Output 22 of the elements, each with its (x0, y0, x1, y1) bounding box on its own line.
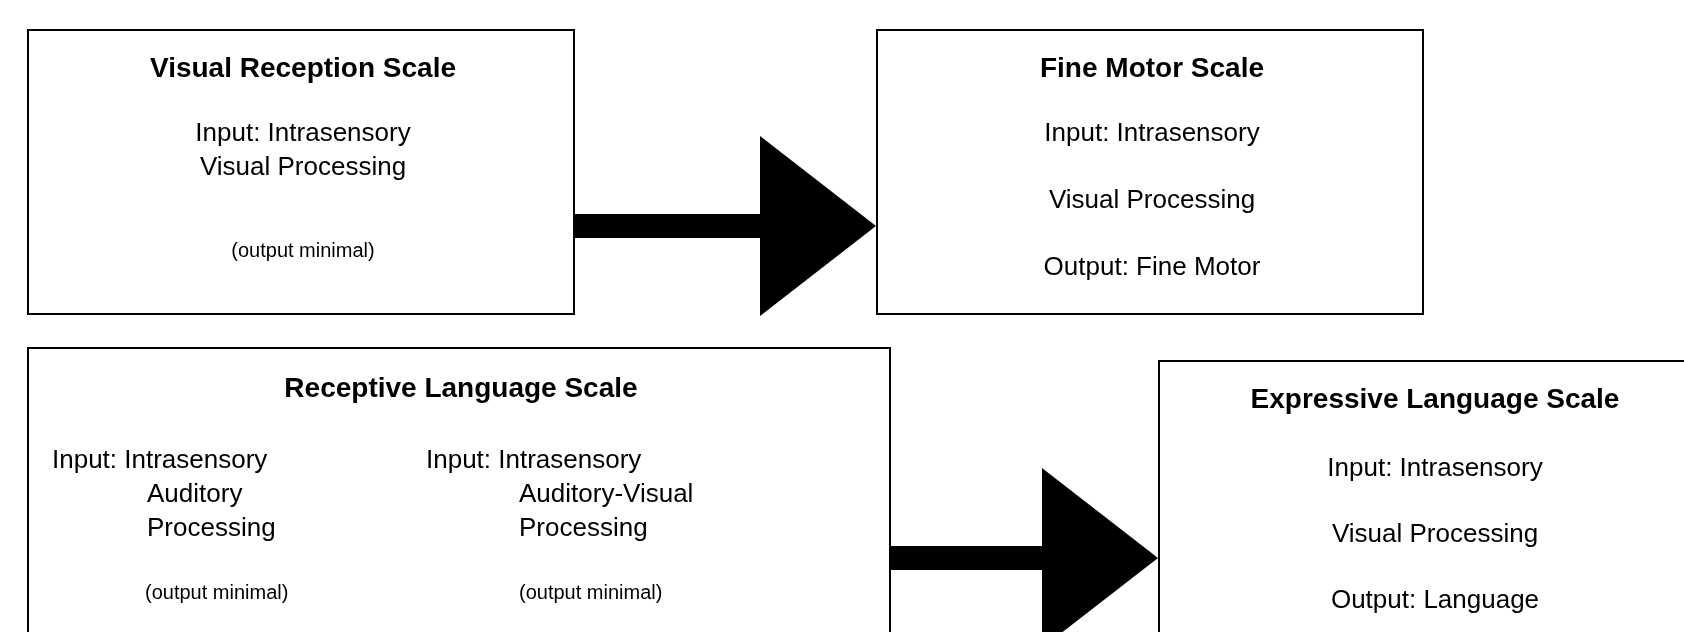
scale-heading: Visual Reception Scale (148, 51, 458, 85)
processing-text: Visual Processing (1330, 517, 1540, 550)
output-note: (output minimal) (519, 580, 664, 605)
scale-heading: Fine Motor Scale (1038, 51, 1265, 85)
scale-box (876, 29, 1424, 315)
scale-box (27, 29, 575, 315)
output-note: (output minimal) (145, 580, 290, 605)
block-arrow (575, 136, 876, 316)
scale-heading: Expressive Language Scale (1249, 382, 1621, 416)
output-text: Output: Fine Motor (1042, 250, 1262, 283)
output-note: (output minimal) (230, 238, 376, 263)
input-processing-text: Input: Intrasensory Auditory-Visual Processing (426, 443, 695, 544)
output-text: Output: Language (1329, 583, 1541, 616)
input-text: Input: Intrasensory (1326, 451, 1544, 484)
input-processing-text: Input: Intrasensory Auditory Processing (52, 443, 277, 544)
scale-heading: Receptive Language Scale (283, 371, 639, 405)
scale-box (1158, 360, 1684, 632)
input-text: Input: Intrasensory (1043, 116, 1261, 149)
input-processing-text: Input: Intrasensory Visual Processing (194, 116, 412, 183)
block-arrow (891, 468, 1158, 632)
processing-text: Visual Processing (1047, 183, 1257, 216)
scale-box (27, 347, 891, 632)
